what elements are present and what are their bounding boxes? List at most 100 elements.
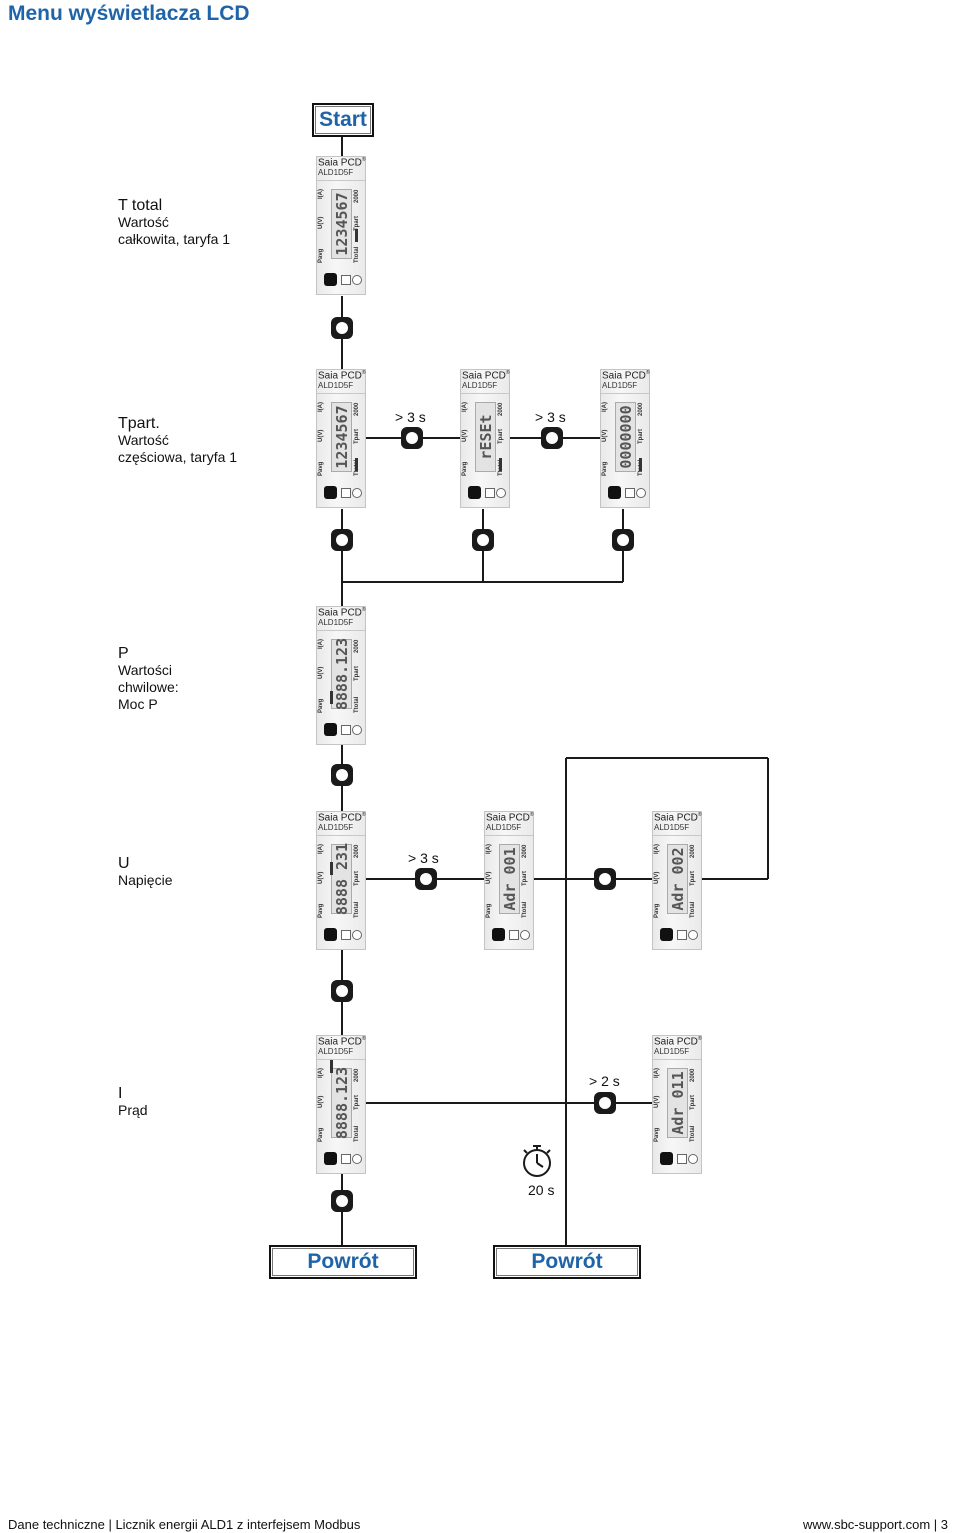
meter-led-icon — [688, 1154, 698, 1164]
divider — [317, 1059, 365, 1060]
flag-i: I(A) — [462, 402, 468, 412]
push-button-icon — [401, 427, 423, 449]
meter-left-flags: Pavg U(V) I(A) — [318, 637, 330, 713]
push-button-icon — [331, 317, 353, 339]
flag-2000: 2000 — [354, 189, 360, 203]
meter-model: ALD1D5F — [654, 823, 690, 832]
back-box-1: Powrót — [269, 1245, 417, 1279]
meter-seal-icon — [341, 275, 351, 285]
meter-seal-icon — [485, 488, 495, 498]
label-u: U Napięcie — [118, 855, 173, 888]
meter-led-icon — [352, 1154, 362, 1164]
flag-i: I(A) — [602, 402, 608, 412]
push-button-icon — [331, 764, 353, 786]
meter-brand: Saia PCD® — [318, 607, 366, 619]
meter-t-total: Saia PCD® ALD1D5F Pavg U(V) I(A) 1234567… — [316, 156, 366, 295]
indicator-bar — [330, 862, 333, 875]
meter-model: ALD1D5F — [318, 381, 354, 390]
stopwatch-icon — [523, 1145, 551, 1177]
meter-brand: Saia PCD® — [318, 1036, 366, 1048]
meter-led-icon — [688, 930, 698, 940]
meter-brand: Saia PCD® — [318, 370, 366, 382]
meter-left-flags: Pavg U(V) I(A) — [318, 187, 330, 263]
meter-led-icon — [520, 930, 530, 940]
flag-i: I(A) — [318, 189, 324, 199]
lcd-value: 0000000 — [616, 405, 635, 469]
meter-model: ALD1D5F — [318, 618, 354, 627]
push-button-icon — [331, 1190, 353, 1212]
flag-2000: 2000 — [498, 402, 504, 416]
meter-lcd: 1234567 — [331, 402, 352, 472]
lcd-value: Adr 002 — [668, 847, 687, 911]
meter-button-icon — [324, 928, 337, 941]
meter-model: ALD1D5F — [318, 168, 354, 177]
meter-u-3: Saia PCD® ALD1D5F Pavg U(V) I(A) Adr 002… — [652, 811, 702, 950]
flag-2000: 2000 — [354, 844, 360, 858]
page-title: Menu wyświetlacza LCD — [8, 2, 250, 25]
meter-brand: Saia PCD® — [654, 812, 702, 824]
back-box-2: Powrót — [493, 1245, 641, 1279]
meter-brand: Saia PCD® — [486, 812, 534, 824]
meter-button-icon — [324, 723, 337, 736]
push-button-icon — [415, 868, 437, 890]
meter-button-icon — [492, 928, 505, 941]
push-button-icon — [594, 868, 616, 890]
lcd-value: 8888 231 — [332, 842, 351, 916]
divider — [317, 630, 365, 631]
meter-seal-icon — [677, 930, 687, 940]
hold-label: > 2 s — [589, 1073, 620, 1089]
meter-led-icon — [496, 488, 506, 498]
push-button-icon — [331, 529, 353, 551]
meter-seal-icon — [341, 488, 351, 498]
footer-left: Dane techniczne | Licznik energii ALD1 z… — [8, 1517, 361, 1532]
meter-model: ALD1D5F — [486, 823, 522, 832]
meter-lcd: 8888.123 — [331, 637, 352, 711]
meter-led-icon — [352, 275, 362, 285]
flag-i: I(A) — [318, 844, 324, 854]
meter-right-flags: Ttotal Tpart 2000 — [522, 842, 534, 918]
lcd-value: Adr 001 — [500, 847, 519, 911]
meter-led-icon — [352, 930, 362, 940]
push-button-icon — [331, 980, 353, 1002]
divider — [485, 835, 533, 836]
meter-t-part-1: Saia PCD® ALD1D5F Pavg U(V) I(A) 1234567… — [316, 369, 366, 508]
push-button-icon — [541, 427, 563, 449]
divider — [317, 180, 365, 181]
meter-seal-icon — [341, 725, 351, 735]
lcd-value: 1234567 — [332, 192, 351, 256]
meter-left-flags: Pavg U(V) I(A) — [602, 400, 614, 476]
meter-seal-icon — [509, 930, 519, 940]
indicator-bar — [499, 458, 502, 471]
meter-brand: Saia PCD® — [318, 812, 366, 824]
meter-lcd: 0000000 — [615, 402, 636, 472]
timer-label: 20 s — [528, 1182, 555, 1198]
divider — [317, 393, 365, 394]
push-button-icon — [612, 529, 634, 551]
flag-2000: 2000 — [638, 402, 644, 416]
meter-button-icon — [660, 1152, 673, 1165]
meter-brand: Saia PCD® — [462, 370, 510, 382]
push-button-icon — [472, 529, 494, 551]
meter-model: ALD1D5F — [318, 1047, 354, 1056]
flag-i: I(A) — [318, 639, 324, 649]
flag-2000: 2000 — [690, 844, 696, 858]
meter-button-icon — [660, 928, 673, 941]
meter-seal-icon — [341, 1154, 351, 1164]
label-t-total: T total Wartość całkowita, taryfa 1 — [118, 197, 231, 247]
meter-left-flags: Pavg U(V) I(A) — [462, 400, 474, 476]
meter-left-flags: Pavg U(V) I(A) — [654, 842, 666, 918]
meter-i-2: Saia PCD® ALD1D5F Pavg U(V) I(A) Adr 011… — [652, 1035, 702, 1174]
lcd-value: 8888.123 — [332, 637, 351, 711]
flag-2000: 2000 — [354, 639, 360, 653]
meter-lcd: Adr 001 — [499, 844, 520, 914]
meter-button-icon — [324, 486, 337, 499]
divider — [461, 393, 509, 394]
meter-lcd: 8888 231 — [331, 842, 352, 916]
meter-button-icon — [608, 486, 621, 499]
meter-u-1: Saia PCD® ALD1D5F Pavg U(V) I(A) 8888 23… — [316, 811, 366, 950]
meter-seal-icon — [341, 930, 351, 940]
indicator-bar — [330, 1060, 333, 1073]
start-box: Start — [312, 103, 374, 137]
lcd-value: 8888.123 — [332, 1066, 351, 1140]
indicator-bar — [355, 458, 358, 471]
